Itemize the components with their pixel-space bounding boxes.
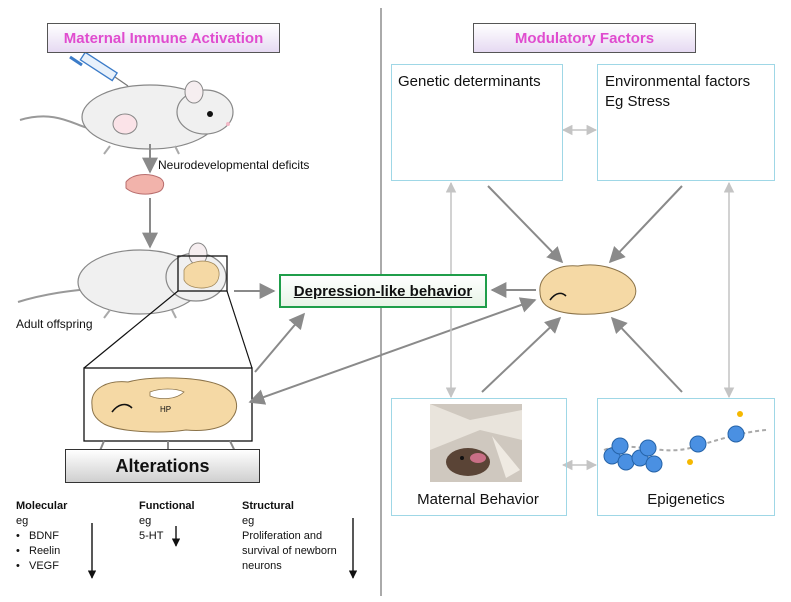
- nucleosome-chain-icon: [603, 411, 767, 473]
- alterations-box: Alterations: [65, 449, 260, 483]
- molecular-list: BDNF Reelin VEGF: [16, 529, 67, 574]
- structural-column: Structural eg Proliferation and survival…: [242, 499, 337, 574]
- structural-title: Structural: [242, 500, 294, 512]
- environmental-factors-box: Environmental factors Eg Stress: [597, 64, 775, 181]
- depression-like-behavior-box: Depression-like behavior: [279, 274, 487, 308]
- functional-eg: eg: [139, 515, 152, 527]
- modulatory-factors-header: Modulatory Factors: [473, 23, 696, 53]
- functional-column: Functional eg 5-HT: [139, 499, 195, 544]
- brain-sagittal-large: [91, 377, 238, 433]
- structural-line-2: survival of newborn: [242, 545, 337, 557]
- eg-stress-label: Eg Stress: [605, 93, 671, 110]
- adult-offspring-label: Adult offspring: [16, 317, 93, 331]
- genetic-determinants-box: Genetic determinants: [391, 64, 563, 181]
- arrow-maternal-to-brain: [481, 316, 562, 393]
- arrow-brain-bidirectional: [248, 297, 537, 405]
- environmental-factors-label: Environmental factors: [605, 73, 751, 90]
- structural-eg: eg: [242, 515, 255, 527]
- molecular-item-vegf: VEGF: [16, 559, 67, 574]
- epigenetics-box: Epigenetics: [597, 398, 775, 516]
- genetic-determinants-label: Genetic determinants: [398, 73, 541, 90]
- maternal-behavior-label: Maternal Behavior: [417, 491, 539, 508]
- hippocampus-label: HP: [160, 405, 172, 414]
- molecular-item-reelin: Reelin: [16, 544, 67, 559]
- maternal-behavior-box: Maternal Behavior: [391, 398, 567, 516]
- arrow-brain-to-depression: [254, 312, 306, 373]
- neurodevelopmental-deficits-label: Neurodevelopmental deficits: [158, 158, 310, 172]
- arrow-genetic-to-brain: [487, 185, 564, 264]
- syringe-icon: [69, 51, 129, 87]
- molecular-column: Molecular eg BDNF Reelin VEGF: [16, 499, 67, 574]
- brain-in-head-icon: [183, 260, 220, 289]
- zoom-box: [177, 255, 228, 292]
- maternal-behavior-photo: [430, 404, 522, 482]
- functional-item-5ht: 5-HT: [139, 530, 164, 542]
- zoom-line-right: [226, 290, 253, 369]
- molecular-item-bdnf: BDNF: [16, 529, 67, 544]
- pup-icon: [125, 174, 165, 195]
- brain-sagittal-center: [539, 264, 637, 315]
- structural-line-3: neurons: [242, 560, 282, 572]
- maternal-immune-activation-header: Maternal Immune Activation: [47, 23, 280, 53]
- pregnant-mouse-illustration: [19, 80, 234, 155]
- functional-title: Functional: [139, 500, 195, 512]
- arrow-environment-to-brain: [608, 185, 683, 264]
- arrow-epigenetics-to-brain: [610, 316, 683, 393]
- structural-line-1: Proliferation and: [242, 530, 323, 542]
- molecular-eg: eg: [16, 515, 29, 527]
- molecular-title: Molecular: [16, 500, 68, 512]
- epigenetics-label: Epigenetics: [647, 491, 725, 508]
- zoom-line-left: [83, 290, 179, 369]
